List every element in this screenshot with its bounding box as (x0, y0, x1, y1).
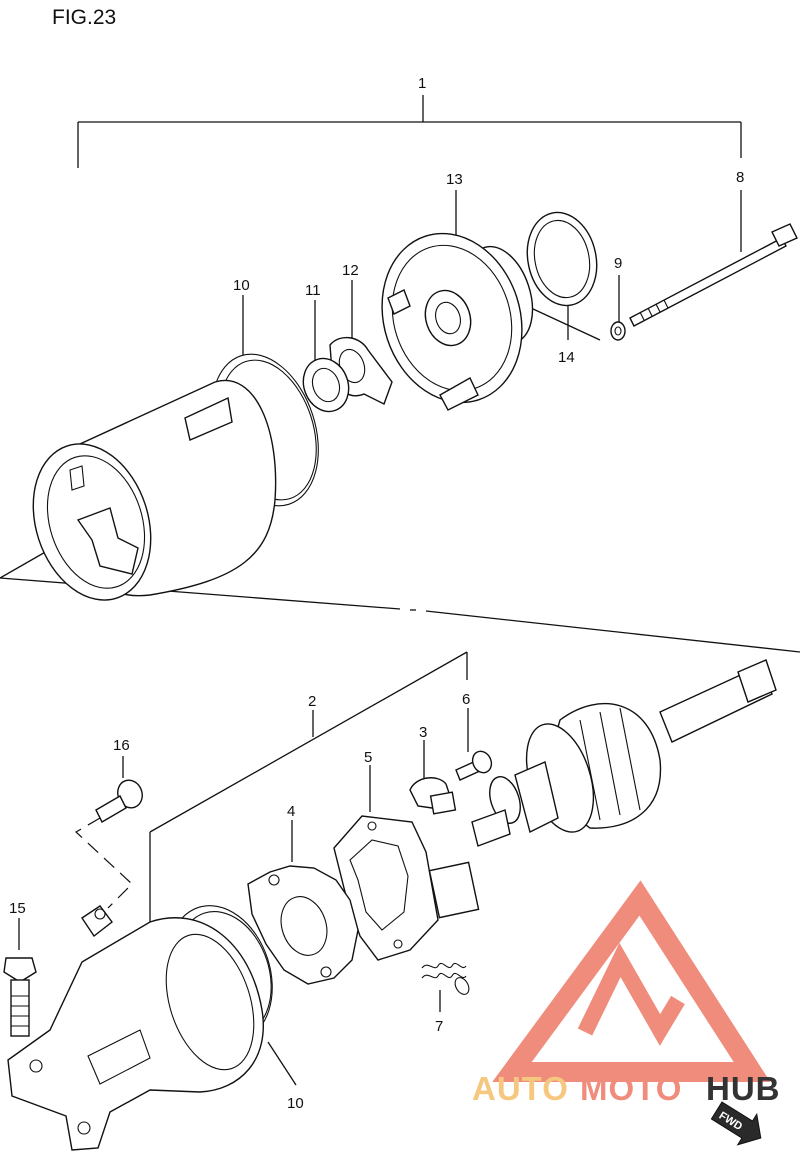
through-bolt-part (629, 190, 798, 327)
callout-13: 13 (446, 171, 463, 188)
callout-2: 2 (308, 693, 316, 710)
callout-9: 9 (614, 255, 622, 272)
callout-8: 8 (736, 169, 744, 186)
callout-7: 7 (435, 1018, 443, 1035)
screw-6-part (455, 708, 493, 781)
yoke-housing-part (32, 379, 277, 601)
armature-part (471, 659, 777, 847)
figure-title: FIG.23 (52, 6, 116, 29)
watermark-m-shape-icon (577, 942, 685, 1046)
watermark-logo: AUTO MOTO HUB (472, 880, 781, 1107)
callout-15: 15 (9, 900, 26, 917)
callout-16: 16 (113, 737, 130, 754)
callout-1: 1 (418, 75, 426, 92)
end-housing-13-part (381, 190, 534, 411)
assembly-2-bracket (149, 651, 468, 925)
callout-14: 14 (558, 349, 575, 366)
o-ring-14-part (517, 211, 601, 341)
callout-4: 4 (287, 803, 295, 820)
front-housing-part (7, 905, 264, 1151)
brush-3-part (409, 740, 457, 815)
callout-12: 12 (342, 262, 359, 279)
brush-holder-5-part (333, 765, 480, 961)
watermark-word-hub: HUB (706, 1070, 781, 1107)
washer-11-part (302, 300, 350, 413)
washer-9-part (610, 275, 626, 341)
callout-11: 11 (305, 282, 321, 299)
callout-10-upper: 10 (233, 277, 250, 294)
callout-5: 5 (364, 749, 372, 766)
callout-6: 6 (462, 691, 470, 708)
watermark-word-moto: MOTO (580, 1070, 682, 1107)
screw-16-part (74, 756, 143, 909)
watermark-triangle-icon (492, 880, 771, 1082)
assembly-1-bracket (77, 95, 742, 168)
callout-10-lower: 10 (287, 1095, 304, 1112)
brush-plate-4-part (247, 820, 359, 985)
spring-7-part (421, 962, 470, 1012)
callout-labels: 1 2 3 4 5 6 7 8 9 10 10 11 12 13 14 15 1… (9, 75, 744, 1112)
watermark-word-auto: AUTO (472, 1070, 569, 1107)
callout-3: 3 (419, 724, 427, 741)
bolt-15-part (3, 918, 37, 1037)
